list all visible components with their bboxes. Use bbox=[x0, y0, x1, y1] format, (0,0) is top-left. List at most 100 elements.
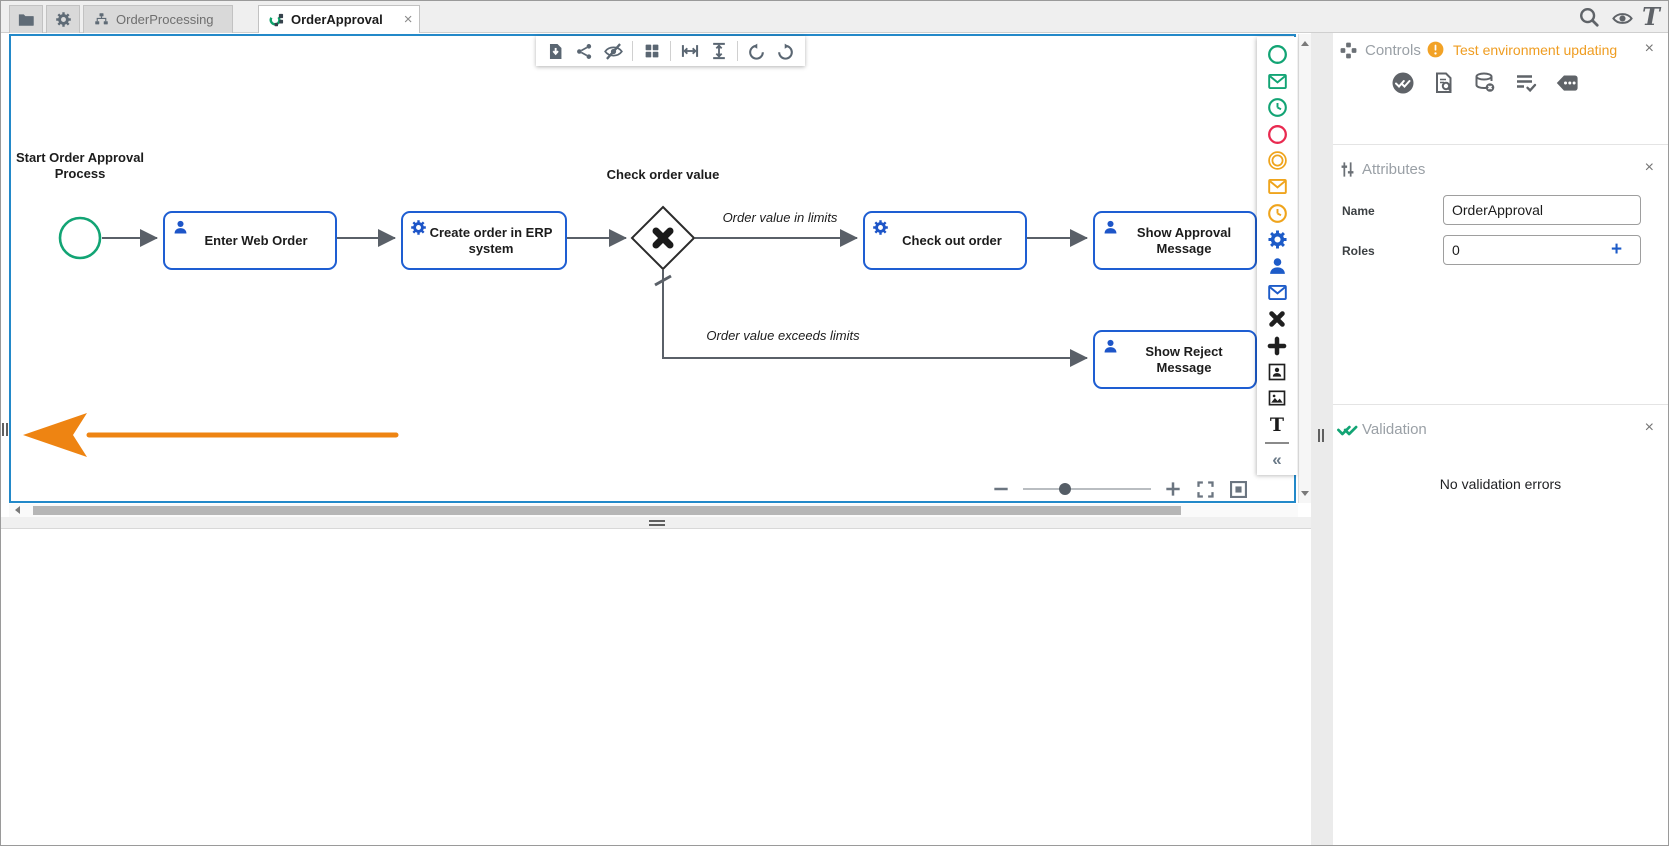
edge-label-exceeds: Order value exceeds limits bbox=[706, 328, 860, 343]
add-role-button[interactable]: + bbox=[1611, 239, 1623, 260]
zoom-out-button[interactable] bbox=[991, 479, 1011, 499]
close-validation-button[interactable]: × bbox=[1644, 419, 1654, 436]
horizontal-scroll-thumb[interactable] bbox=[33, 506, 1181, 515]
task-show-reject-message[interactable]: Show Reject Message bbox=[1093, 330, 1257, 389]
warning-icon bbox=[1426, 40, 1445, 59]
task-label: Enter Web Order bbox=[204, 232, 308, 248]
vertical-scrollbar[interactable] bbox=[1298, 34, 1311, 503]
zoom-slider-thumb[interactable] bbox=[1059, 483, 1071, 495]
fit-width-button[interactable] bbox=[676, 38, 703, 64]
default-flow-marker bbox=[654, 274, 672, 287]
palette-send-task[interactable] bbox=[1265, 282, 1289, 303]
fit-view-button[interactable] bbox=[1228, 479, 1249, 500]
horizontal-splitter[interactable] bbox=[1, 517, 1311, 528]
scroll-up-arrow[interactable] bbox=[1301, 37, 1309, 46]
toolbar-separator bbox=[632, 41, 633, 61]
top-bar: OrderProcessing OrderApproval × T bbox=[1, 1, 1668, 33]
gateway-exclusive[interactable] bbox=[630, 205, 696, 271]
share-button[interactable] bbox=[571, 38, 598, 64]
close-attributes-button[interactable]: × bbox=[1644, 159, 1654, 176]
scroll-down-arrow[interactable] bbox=[1301, 491, 1309, 500]
checklist-button[interactable] bbox=[1514, 71, 1538, 95]
annotation-arrow[interactable] bbox=[23, 413, 399, 457]
right-splitter[interactable] bbox=[1311, 33, 1333, 845]
scroll-left-arrow[interactable] bbox=[11, 506, 20, 514]
palette-timer-start-event[interactable] bbox=[1265, 97, 1289, 118]
controls-section-title: Controls bbox=[1365, 42, 1421, 59]
palette-start-event[interactable] bbox=[1265, 44, 1289, 65]
palette-text-annotation[interactable]: T bbox=[1269, 413, 1285, 436]
palette-user-task[interactable] bbox=[1265, 256, 1289, 277]
export-button[interactable] bbox=[542, 38, 569, 64]
task-check-out-order[interactable]: Check out order bbox=[863, 211, 1027, 270]
palette-divider bbox=[1265, 441, 1289, 444]
redo-button[interactable] bbox=[772, 38, 799, 64]
name-input[interactable] bbox=[1443, 195, 1641, 225]
left-splitter-handle[interactable] bbox=[2, 423, 8, 436]
fit-height-button[interactable] bbox=[705, 38, 732, 64]
tab-orderapproval[interactable]: OrderApproval × bbox=[258, 5, 420, 33]
task-label: Create order in ERP system bbox=[429, 224, 553, 256]
file-download-icon bbox=[546, 42, 565, 61]
task-create-order-erp[interactable]: Create order in ERP system bbox=[401, 211, 567, 270]
canvas-toolbar bbox=[536, 36, 805, 66]
right-splitter-handle[interactable] bbox=[1318, 429, 1324, 442]
close-tab-button[interactable]: × bbox=[403, 11, 413, 28]
close-controls-button[interactable]: × bbox=[1644, 40, 1654, 57]
process-icon bbox=[94, 12, 109, 27]
palette-parallel-gateway[interactable] bbox=[1265, 335, 1289, 356]
gateway-label: Check order value bbox=[606, 167, 720, 182]
user-task-icon bbox=[1102, 338, 1119, 355]
palette-timer-intermediate-event[interactable] bbox=[1265, 203, 1289, 224]
start-event[interactable] bbox=[58, 216, 102, 260]
hide-elements-button[interactable] bbox=[600, 38, 627, 64]
task-show-approval-message[interactable]: Show Approval Message bbox=[1093, 211, 1257, 270]
palette-service-task[interactable] bbox=[1265, 229, 1289, 250]
zoom-in-button[interactable] bbox=[1163, 479, 1183, 499]
gear-icon bbox=[55, 11, 72, 28]
diagram-canvas[interactable]: Start Order Approval Process Check order… bbox=[9, 34, 1297, 503]
brand-logo: T bbox=[1642, 2, 1660, 31]
approve-button[interactable] bbox=[1391, 71, 1415, 95]
validation-message: No validation errors bbox=[1439, 476, 1562, 492]
task-enter-web-order[interactable]: Enter Web Order bbox=[163, 211, 337, 270]
secondary-editor-pane[interactable] bbox=[1, 528, 1311, 845]
palette-end-event[interactable] bbox=[1265, 123, 1289, 144]
settings-button[interactable] bbox=[46, 5, 80, 33]
eye-icon bbox=[1611, 7, 1634, 30]
audit-log-button[interactable] bbox=[1432, 71, 1456, 95]
clear-data-button[interactable] bbox=[1473, 71, 1497, 95]
palette-intermediate-event[interactable] bbox=[1265, 150, 1289, 171]
zoom-slider[interactable] bbox=[1023, 483, 1151, 495]
palette-image[interactable] bbox=[1265, 388, 1289, 409]
palette-collapse-button[interactable]: « bbox=[1272, 450, 1282, 470]
palette-exclusive-gateway[interactable] bbox=[1265, 308, 1289, 329]
roles-input[interactable] bbox=[1443, 235, 1641, 265]
comments-button[interactable] bbox=[1555, 71, 1579, 95]
validation-icon bbox=[1336, 418, 1359, 441]
undo-button[interactable] bbox=[743, 38, 770, 64]
environment-warning: Test environment updating bbox=[1426, 40, 1617, 59]
search-icon bbox=[1578, 6, 1600, 28]
tab-orderprocessing[interactable]: OrderProcessing bbox=[83, 5, 233, 33]
fullscreen-button[interactable] bbox=[1195, 479, 1216, 500]
fit-width-icon bbox=[680, 41, 700, 61]
palette-message-intermediate-event[interactable] bbox=[1265, 176, 1289, 197]
properties-panel: Controls Test environment updating × Att… bbox=[1333, 33, 1668, 845]
eye-off-icon bbox=[603, 41, 624, 62]
toolbar-separator bbox=[737, 41, 738, 61]
zoom-controls bbox=[991, 476, 1249, 502]
file-browser-button[interactable] bbox=[9, 5, 43, 33]
palette-participant[interactable] bbox=[1265, 361, 1289, 382]
roles-field-label: Roles bbox=[1342, 244, 1375, 258]
preview-button[interactable] bbox=[1611, 7, 1634, 30]
redo-icon bbox=[776, 42, 795, 61]
horizontal-splitter-handle[interactable] bbox=[649, 518, 665, 528]
search-button[interactable] bbox=[1578, 6, 1600, 28]
diagram-shapes bbox=[23, 205, 1263, 457]
task-label: Check out order bbox=[902, 232, 1002, 248]
grid-layout-button[interactable] bbox=[638, 38, 665, 64]
horizontal-scrollbar[interactable] bbox=[9, 504, 1298, 517]
palette-message-start-event[interactable] bbox=[1265, 70, 1289, 91]
